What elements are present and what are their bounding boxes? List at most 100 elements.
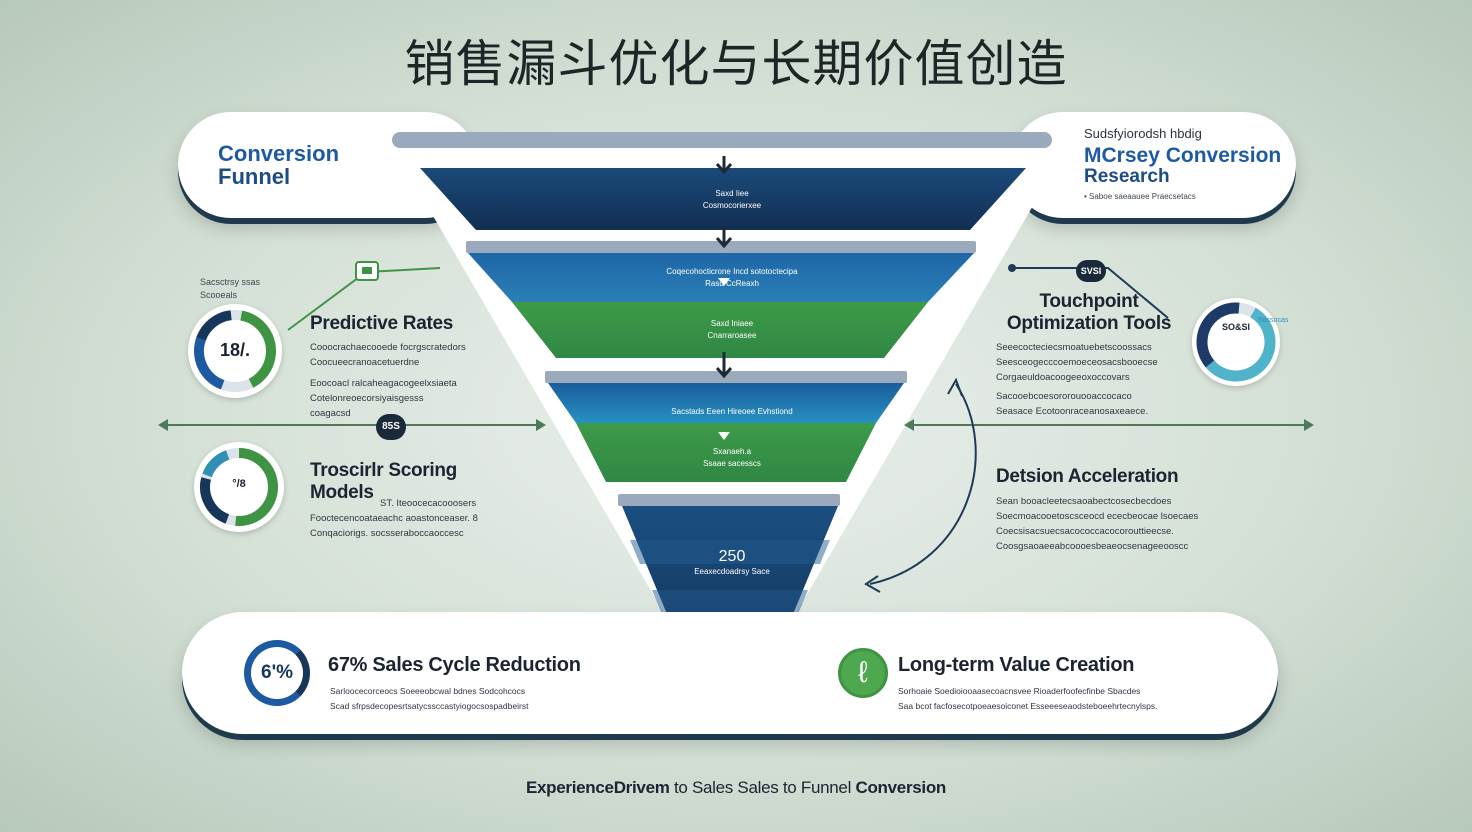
- stage-2-label: Coqecohocticrone Incd sototoctecipa Rasd…: [580, 266, 884, 290]
- touchpoint-line1: Seeecocteciecsmoatuebetscoossacs: [996, 342, 1152, 353]
- left-arrowhead-right: [536, 419, 546, 431]
- funnel-arrow-3: [715, 352, 733, 379]
- touchpoint-donut-ring: [1196, 302, 1276, 382]
- left-top-kicker-line2: Scooeals: [200, 290, 238, 300]
- decision-line3: Coecsisacsuecsacococcacocorouttieecse.: [996, 526, 1174, 537]
- predictive-rates-line5: coagacsd: [310, 408, 351, 419]
- left-top-kicker-line1: Sacsctrsy ssas: [200, 277, 261, 287]
- decision-line4: Coosgsaoaeeabcoooesbeaeocsenageeooscc: [996, 541, 1189, 552]
- funnel-rim-2: [466, 241, 976, 253]
- funnel-stage-6-band-2: [652, 590, 808, 614]
- predictive-rates-donut-ring: [193, 309, 276, 393]
- decision-curve-arrow: [864, 377, 977, 593]
- scoring-models-donut: °/8: [194, 442, 284, 532]
- touchpoint-line5: Seasace Ecotoonraceanosaxeaece.: [996, 406, 1149, 417]
- cycle-reduction-line1: Sarloocecorceocs Soeeeobcwal bdnes Sodco…: [330, 686, 526, 696]
- touchpoint-line4: Sacooebcoesororouooaccocaco: [996, 391, 1132, 402]
- predictive-rates-line4: Cotelonreoecorsiyaisgesss: [310, 393, 424, 404]
- funnel-stage-5: [576, 423, 876, 482]
- research-title-line1: MCrsey Conversion: [1084, 144, 1282, 167]
- stage-3-line2: Cnarraroasee: [707, 331, 757, 340]
- right-arrowhead-right: [1304, 419, 1314, 431]
- scoring-models-heading: Troscirlr Scoring Models: [310, 460, 457, 504]
- decision-acceleration-heading: Detsion Acceleration: [996, 466, 1179, 487]
- left-top-kicker: Sacsctrsy ssas Scooeals: [200, 276, 260, 302]
- funnel-stage-4: [548, 383, 904, 423]
- stage-1-line1: Saxd Iiee: [715, 189, 749, 198]
- footer-part1: ExperienceDrivem: [525, 778, 670, 797]
- footer-part2: to Sales Sales to Funnel: [669, 778, 856, 797]
- research-kicker: Sudsfyiorodsh hbdig: [1084, 126, 1202, 141]
- decision-acceleration-body: Sean booacleetecsaoabectcosecbecdoes Soe…: [996, 494, 1256, 554]
- funnel-stage-3: [512, 302, 928, 358]
- cycle-reduction-line2: Scad sfrpsdecopesrtsatycssccastyiogocsos…: [330, 701, 529, 711]
- long-term-value-line2: Saa bcot facfosecotpoeaesoiconet Esseees…: [898, 701, 1158, 711]
- bottom-results-card: 6'% 67% Sales Cycle Reduction Sarlooceco…: [182, 612, 1278, 734]
- stage-6-label: 250 Eeaxecdoadrsy Sace: [640, 548, 824, 578]
- predictive-rates-body: Cooocrachaecooede focrgscratedors Coocue…: [310, 340, 530, 421]
- touchpoint-heading-line2: Optimization Tools: [1006, 313, 1172, 334]
- scoring-models-heading-line1: Troscirlr Scoring: [310, 460, 457, 481]
- predictive-rates-line3: Eoocoacl ralcaheagacogeelxsiaeta: [310, 378, 457, 389]
- touchpoint-heading: Touchpoint Optimization Tools: [996, 291, 1182, 335]
- touchpoint-donut-value: SO&SI: [1221, 322, 1250, 332]
- cycle-reduction-badge: 6'%: [244, 640, 310, 706]
- conversion-funnel-title-line1: Conversion: [218, 141, 340, 166]
- stage-4-label: Sacstads Eeen Hireoee Evhstiond: [600, 406, 864, 418]
- touchpoint-line3: Corgaeuldoacoogeeoxoccovars: [996, 372, 1130, 383]
- stage-5-line1: Sxanaeh.a: [712, 447, 752, 456]
- funnel-arrow-5: [718, 278, 730, 286]
- footer-part3: Conversion: [855, 778, 947, 797]
- predictive-rates-line1: Cooocrachaecooede focrgscratedors: [310, 342, 466, 353]
- predictive-rates-donut: 18/.: [188, 304, 282, 398]
- stage-1-label: Saxd Iiee Cosmocorierxee: [620, 188, 844, 212]
- leaf-icon: ℓ: [838, 648, 888, 698]
- scoring-models-line2: Fooctecencoataeachc aoastonceaser. 8: [310, 513, 478, 524]
- right-top-connector: [1008, 264, 1169, 319]
- predictive-rates-heading: Predictive Rates: [310, 313, 454, 334]
- left-horizontal-arrow: [166, 424, 538, 426]
- left-arrowhead-left: [158, 419, 168, 431]
- cycle-reduction-body: Sarloocecorceocs Soeeeobcwal bdnes Sodco…: [330, 684, 610, 714]
- stage-2-line2: Rasd CcReaxh: [705, 279, 759, 288]
- predictive-rates-value: 18/.: [219, 340, 251, 360]
- conversion-funnel-title-line2: Funnel: [218, 164, 291, 189]
- stage-6-line1: Eeaxecdoadrsy Sace: [694, 567, 770, 576]
- long-term-value-heading: Long-term Value Creation: [898, 654, 1135, 676]
- stage-3-line1: Saxd Iniaee: [710, 319, 754, 328]
- touchpoint-body: Seeecocteciecsmoatuebetscoossacs Seesceo…: [996, 340, 1196, 419]
- stage-5-line2: Ssaae sacesscs: [703, 459, 761, 468]
- research-caption: • Saboe saeaauee Praecsetacs: [1084, 192, 1196, 201]
- scoring-models-donut-ring: [199, 448, 278, 526]
- scoring-models-line3: Conqaciorigs. socsseraboccaoccesc: [310, 528, 464, 539]
- long-term-value-body: Sorhoaie Soedioiooaasecoacnsvee Rioaderf…: [898, 684, 1218, 714]
- funnel-arrow-4: [718, 432, 730, 440]
- stage-5-label: Sxanaeh.a Ssaae sacesscs: [640, 446, 824, 470]
- stage-1-line2: Cosmocorierxee: [702, 201, 762, 210]
- stage-4-line1: Sacstads Eeen Hireoee Evhstiond: [671, 407, 793, 416]
- touchpoint-heading-line1: Touchpoint: [1039, 291, 1139, 312]
- stage-3-label: Saxd Iniaee Cnarraroasee: [620, 318, 844, 342]
- scoring-models-line1: ST. Iteoocecacooosers: [380, 498, 477, 509]
- research-card: Sudsfyiorodsh hbdig MCrsey Conversion Re…: [1010, 112, 1296, 218]
- decision-line1: Sean booacleetecsaoabectcosecbecdoes: [996, 496, 1172, 507]
- touchpoint-badge: SVSI: [1076, 260, 1106, 282]
- scoring-models-heading-line2: Models: [310, 482, 374, 503]
- funnel-rim-4: [618, 494, 840, 506]
- touchpoint-line2: Seesceogecccoemoeceosacsbooecse: [996, 357, 1158, 368]
- research-title-line2: Research: [1084, 166, 1170, 187]
- predictive-rates-line2: Coocueecranoacetuerdne: [310, 357, 420, 368]
- funnel-rim-3: [545, 371, 907, 383]
- funnel-stage-6-band-1: [630, 540, 830, 564]
- funnel-stage-1: [420, 168, 1026, 230]
- touchpoint-donut: SO&SI: [1192, 298, 1280, 386]
- scoring-models-body: ST. Iteoocecacooosers Fooctecencoataeach…: [310, 496, 510, 541]
- right-horizontal-arrow: [912, 424, 1308, 426]
- cycle-reduction-heading: 67% Sales Cycle Reduction: [328, 654, 581, 676]
- stage-6-value: 250: [718, 548, 746, 565]
- decision-line2: Soecmoacooetoscsceocd ececbeocae lsoecae…: [996, 511, 1199, 522]
- footer-caption: ExperienceDrivem to Sales Sales to Funne…: [0, 778, 1472, 798]
- funnel-stage-2: [468, 253, 974, 302]
- long-term-value-line1: Sorhoaie Soedioiooaasecoacnsvee Rioaderf…: [898, 686, 1141, 696]
- stage-2-line1: Coqecohocticrone Incd sototoctecipa: [666, 267, 798, 276]
